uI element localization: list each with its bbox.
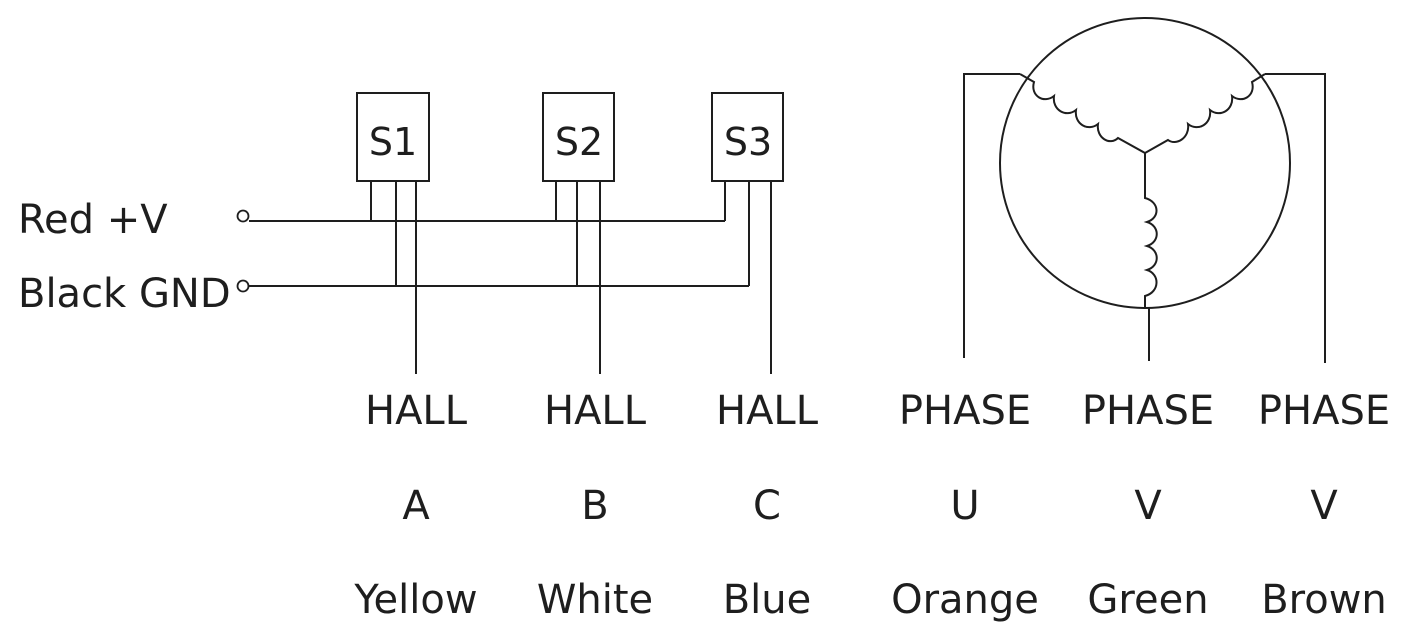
sensor-s2-label: S2: [555, 120, 603, 164]
black-ground-label: Black GND: [18, 271, 231, 317]
winding-v: [1143, 153, 1158, 308]
ground-bus: [249, 180, 750, 287]
phase-w-letter: V: [1310, 483, 1338, 529]
phase-u-letter: U: [950, 483, 979, 529]
hall-b-color: White: [537, 577, 653, 623]
sensor-s2-box: [542, 92, 615, 182]
phase-u-color: Orange: [891, 577, 1039, 623]
hall-c-color: Blue: [723, 577, 812, 623]
phase-v-type: PHASE: [1082, 388, 1214, 434]
phase-w-color: Brown: [1261, 577, 1387, 623]
phase-w-lead: [1265, 73, 1326, 363]
hall-a-letter: A: [402, 483, 430, 529]
red-supply-label: Red +V: [18, 197, 168, 243]
phase-u-type: PHASE: [899, 388, 1031, 434]
hall-a-type: HALL: [365, 388, 468, 434]
positive-terminal: [236, 209, 250, 223]
sensor-s1-box: [356, 92, 430, 182]
sensor-s3-box: [711, 92, 784, 182]
hall-b-letter: B: [581, 483, 608, 529]
ground-terminal: [236, 279, 250, 293]
hall-c-type: HALL: [716, 388, 819, 434]
positive-bus: [249, 180, 726, 222]
hall-c-letter: C: [753, 483, 781, 529]
phase-u-lead: [963, 73, 1020, 358]
hall-b-type: HALL: [544, 388, 647, 434]
winding-u: [1019, 73, 1146, 154]
phase-v-color: Green: [1087, 577, 1208, 623]
hall-a-color: Yellow: [353, 577, 477, 623]
winding-w: [1144, 73, 1266, 154]
phase-w-type: PHASE: [1258, 388, 1390, 434]
sensor-s1-label: S1: [369, 120, 417, 164]
phase-v-letter: V: [1134, 483, 1162, 529]
sensor-s3-label: S3: [724, 120, 772, 164]
